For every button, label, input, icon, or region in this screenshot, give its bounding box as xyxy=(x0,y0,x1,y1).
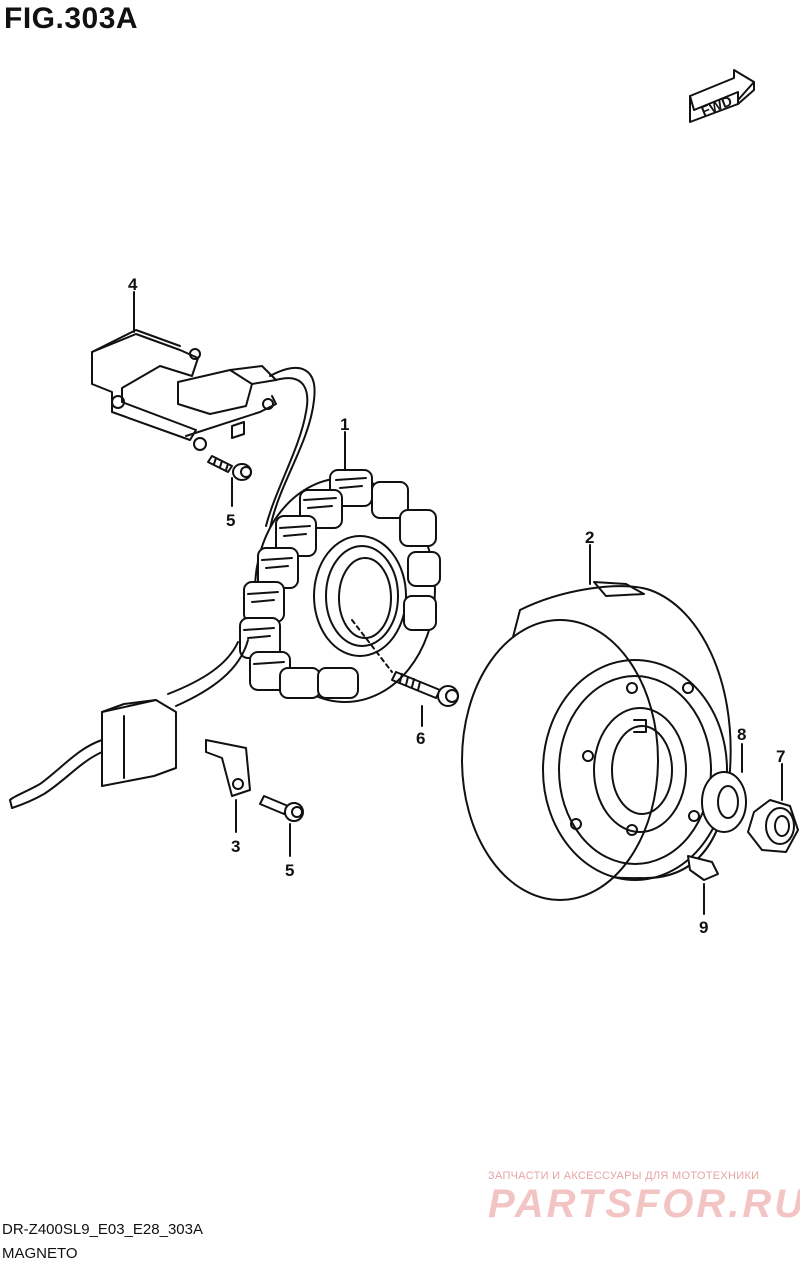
part-2-flywheel xyxy=(461,581,732,901)
callout-5-lower: 5 xyxy=(285,861,294,880)
part-6-bolt xyxy=(391,671,459,707)
figure-title: FIG.303A xyxy=(4,2,139,35)
part-4-pickup-bracket xyxy=(91,329,277,451)
callout-2: 2 xyxy=(585,528,594,547)
watermark: ЗАПЧАСТИ И АКСЕССУАРЫ ДЛЯ МОТОТЕХНИКИ PA… xyxy=(488,1170,800,1226)
part-7-nut xyxy=(747,799,799,853)
figure-code: DR-Z400SL9_E03_E28_303A xyxy=(2,1221,203,1238)
callout-5-upper: 5 xyxy=(226,511,235,530)
fwd-arrow-icon xyxy=(689,69,755,123)
part-1-stator xyxy=(239,469,441,703)
callout-4: 4 xyxy=(128,275,138,294)
callout-1: 1 xyxy=(340,415,349,434)
part-3-clamp xyxy=(205,739,251,797)
watermark-brand: PARTSFOR.RU xyxy=(488,1182,800,1226)
callout-9: 9 xyxy=(699,918,708,937)
part-5-screw-upper xyxy=(207,455,252,481)
part-8-washer xyxy=(701,771,747,833)
callout-7: 7 xyxy=(776,747,785,766)
callout-6: 6 xyxy=(416,729,425,748)
watermark-subtitle: ЗАПЧАСТИ И АКСЕССУАРЫ ДЛЯ МОТОТЕХНИКИ xyxy=(488,1170,760,1182)
callout-8: 8 xyxy=(737,725,746,744)
callout-3: 3 xyxy=(231,837,240,856)
part-5-screw-lower xyxy=(259,795,304,822)
figure-caption: MAGNETO xyxy=(2,1245,78,1262)
part-9-key xyxy=(687,855,719,881)
wire-harness-connector xyxy=(9,639,249,809)
